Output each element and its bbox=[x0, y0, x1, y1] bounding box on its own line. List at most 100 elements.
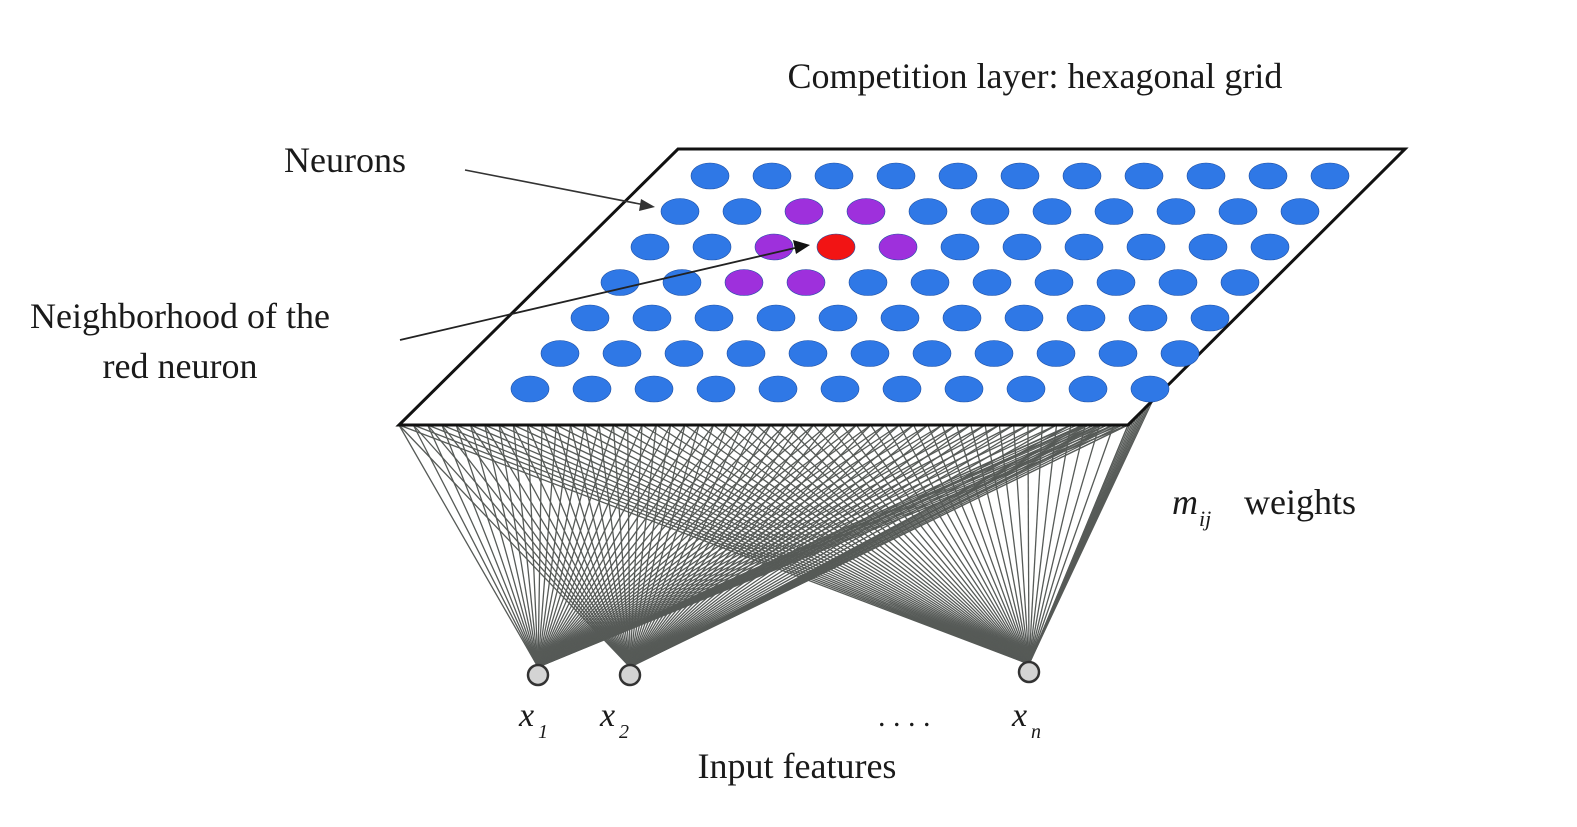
weight-line bbox=[598, 424, 1030, 665]
neuron bbox=[1130, 375, 1170, 403]
weight-line bbox=[629, 424, 1029, 668]
weight-line bbox=[1027, 424, 1030, 665]
neuron bbox=[694, 304, 734, 332]
neuron bbox=[910, 269, 950, 296]
neuron bbox=[1066, 304, 1106, 332]
neuron bbox=[1068, 375, 1108, 403]
weight-line bbox=[455, 424, 631, 668]
weight-line bbox=[698, 424, 1030, 665]
neighbor-neuron bbox=[786, 269, 826, 296]
weight-line bbox=[1028, 424, 1058, 665]
neuron bbox=[1002, 233, 1042, 261]
weight-line bbox=[441, 424, 1030, 665]
weight-line bbox=[484, 424, 1030, 665]
weight-line bbox=[629, 424, 972, 668]
weight-line bbox=[713, 424, 1030, 665]
weight-line bbox=[629, 424, 943, 668]
neuron bbox=[758, 375, 798, 403]
weight-line bbox=[629, 424, 929, 668]
neuron bbox=[540, 340, 580, 367]
neuron bbox=[1186, 162, 1226, 190]
weight-line bbox=[955, 424, 1030, 665]
weight-line bbox=[398, 424, 631, 668]
neighbor-neuron bbox=[784, 198, 824, 225]
weight-line bbox=[412, 424, 631, 668]
weight-line bbox=[727, 424, 1030, 665]
input-node-x1 bbox=[526, 663, 550, 687]
weight-line bbox=[455, 424, 1030, 665]
weight-line bbox=[813, 424, 1030, 665]
competition-layer-plane bbox=[395, 147, 1409, 427]
weight-line bbox=[541, 424, 1030, 665]
weight-line bbox=[629, 424, 1072, 668]
neuron bbox=[944, 375, 984, 403]
weight-line bbox=[612, 424, 631, 668]
neuron bbox=[602, 340, 642, 367]
neuron bbox=[1126, 233, 1166, 261]
neuron bbox=[1280, 198, 1320, 225]
neuron bbox=[880, 304, 920, 332]
weight-line bbox=[629, 424, 900, 668]
weight-line bbox=[629, 384, 1161, 668]
neuron bbox=[1094, 198, 1134, 225]
neuron bbox=[818, 304, 858, 332]
weight-line bbox=[629, 424, 643, 668]
neuron bbox=[848, 269, 888, 296]
weight-line bbox=[426, 424, 539, 668]
weight-line bbox=[755, 424, 1030, 665]
neuron bbox=[752, 162, 792, 190]
neuron bbox=[600, 269, 640, 296]
weight-line bbox=[541, 424, 631, 668]
neighbor-neuron bbox=[754, 233, 794, 261]
input-x2-subscript: 2 bbox=[619, 721, 629, 743]
weight-line bbox=[569, 424, 631, 668]
input-nodes bbox=[526, 660, 1041, 687]
weight-line bbox=[629, 424, 1057, 668]
weights-label: m ij weights bbox=[1172, 482, 1356, 531]
neuron bbox=[974, 340, 1014, 367]
weight-line bbox=[455, 424, 539, 668]
weight-line bbox=[629, 424, 672, 668]
neuron bbox=[970, 198, 1010, 225]
weight-line bbox=[412, 424, 539, 668]
input-xn-label: x n bbox=[1011, 697, 1041, 743]
neuron bbox=[1158, 269, 1198, 296]
neuron bbox=[660, 198, 700, 225]
weight-line bbox=[629, 424, 800, 668]
weight-line bbox=[498, 424, 1030, 665]
neurons-arrow bbox=[464, 169, 646, 206]
weight-line bbox=[629, 424, 772, 668]
neuron bbox=[722, 198, 762, 225]
weight-line bbox=[441, 424, 539, 668]
input-node-x2 bbox=[618, 663, 642, 687]
weight-line bbox=[629, 424, 1000, 668]
weight-line bbox=[641, 424, 1030, 665]
weight-line bbox=[398, 424, 1030, 665]
neuron bbox=[1034, 269, 1074, 296]
weight-line bbox=[629, 424, 657, 668]
weight-line bbox=[627, 424, 631, 668]
neighborhood-arrow bbox=[399, 247, 796, 341]
weight-line bbox=[1028, 424, 1086, 665]
neuron bbox=[1000, 162, 1040, 190]
weight-line bbox=[629, 424, 857, 668]
neuron bbox=[570, 304, 610, 332]
weight-line bbox=[512, 424, 631, 668]
weight-line bbox=[629, 424, 1014, 668]
neighbor-neuron bbox=[878, 233, 918, 261]
neurons-arrowhead-icon bbox=[639, 199, 655, 211]
weight-line bbox=[629, 424, 715, 668]
weight-line bbox=[427, 424, 631, 668]
weight-line bbox=[555, 424, 1030, 665]
weight-line bbox=[470, 424, 1030, 665]
neighborhood-label-line1: Neighborhood of the bbox=[30, 296, 330, 336]
input-features-label: Input features bbox=[698, 746, 897, 786]
weight-line bbox=[629, 424, 886, 668]
weight-line bbox=[498, 424, 631, 668]
weight-line bbox=[884, 424, 1030, 665]
neuron bbox=[1190, 304, 1230, 332]
input-xn-symbol: x bbox=[1011, 697, 1027, 734]
weight-line bbox=[570, 424, 1030, 665]
weight-line bbox=[629, 424, 757, 668]
weight-line bbox=[555, 424, 631, 668]
